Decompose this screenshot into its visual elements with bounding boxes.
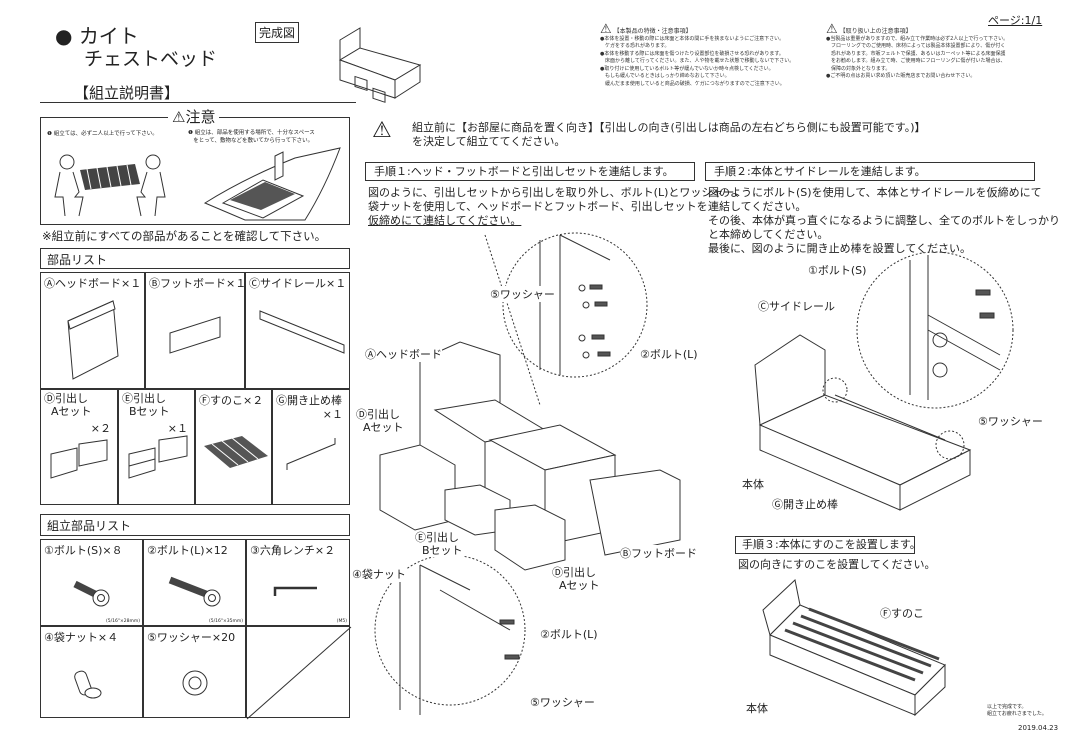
notice-title: 【本製品の特徴・注意事項】 (613, 28, 692, 35)
label-washer-s2: ⑤ワッシャー (978, 413, 1043, 429)
label-bolt-s: ①ボルト(S) (808, 262, 867, 278)
hardware-empty-cell (246, 626, 352, 720)
warning-icon: ⚠ (372, 118, 392, 143)
bullet: ● (55, 24, 73, 48)
completion-message: 以上で完成です。組立てお疲れさまでした。 (987, 704, 1047, 717)
notice-line: フローリングでのご使用時、床材によっては製品本体設置部により、傷が付く (826, 43, 1006, 49)
step1-header: 手順１:ヘッド・フットボードと引出しセットを連結します。 (365, 162, 695, 181)
notice-line: ●取り付けに使用しているボルト等が緩んでいないか時々点検してください。 (600, 65, 774, 72)
parts-list-title: 部品リスト (47, 253, 108, 267)
notice-line: 緩んだまま使用していると商品の破損、ケガにつながりますのでご注意下さい。 (600, 80, 785, 87)
completed-bed-illustration (338, 27, 422, 103)
step1-diagram (374, 232, 681, 715)
washer-icon (182, 670, 208, 696)
completed-label: 完成図 (255, 22, 300, 43)
orientation-warning: 組立前に【お部屋に商品を置く向き】【引出しの向き(引出しは商品の左右どちら側にも… (412, 121, 926, 148)
part-side-rail: Ⓒサイドレール×１ (245, 272, 350, 389)
notice-line: をお勧めします。組み立て時、ご使用時にフローリングに傷が付いた場合は、 (826, 58, 1006, 64)
hardware-cap-nut: ④袋ナット×４ (40, 626, 143, 718)
date: 2019.04.23 (1018, 724, 1059, 732)
hardware-washer: ⑤ワッシャー×20 (143, 626, 246, 718)
step2-title: 手順２:本体とサイドレールを連結します。 (714, 165, 926, 178)
notice-line: ●本体を設置・移動の際には床面と本体の間に手を挟まないようにご注意下さい。 (600, 35, 785, 42)
step2-header: 手順２:本体とサイドレールを連結します。 (705, 162, 1035, 181)
warning-icon: ⚠ (600, 22, 612, 37)
notice-line: 恐れがあります。市販フェルトで保護、あるいはカーペット等による床面保護 (826, 50, 1006, 57)
bolt-l-icon (168, 576, 221, 607)
label-drawer-a: Ⓓ引出し Aセット (356, 408, 404, 434)
label-slats: Ⓕすのこ (880, 605, 924, 621)
step3-diagram (762, 579, 946, 717)
label-drawer-a-2: Ⓓ引出し Aセット (552, 566, 600, 592)
part-stopper-bar: Ⓖ開き止め棒×１ (272, 389, 350, 505)
notice-title: 【取り扱い上の注意事項】 (839, 28, 912, 35)
stopper-bar-illustration (286, 438, 336, 470)
bolt-s-icon (73, 580, 110, 607)
cap-nut-icon (74, 670, 102, 699)
caution-item-1: ❶ 組立ては、必ず二人以上で行って下さい。 (47, 131, 158, 137)
part-drawer-b: Ⓔ引出し Bセット×１ (118, 389, 195, 505)
warning-icon: ⚠ (826, 22, 838, 37)
page-number: ページ:1/1 (988, 14, 1043, 27)
title-divider (40, 102, 356, 103)
caution-title: ⚠注意 (168, 106, 220, 127)
two-people-illustration (54, 154, 166, 217)
step1-instructions: 図のように、引出しセットから引出しを取り外し、ボルト(L)とワッシャー、袋ナット… (368, 186, 746, 227)
label-body-3: 本体 (746, 700, 768, 716)
hardware-hex-wrench: ③六角レンチ×２(M5) (246, 539, 350, 626)
label-stopper: Ⓖ開き止め棒 (772, 496, 838, 512)
drawer-a-illustration (50, 439, 108, 479)
check-parts-notice: ※組立前にすべての部品があることを確認して下さい。 (42, 229, 327, 243)
notice-line: ●ご不明の点はお買い求め頂いた販売店までお問い合わせ下さい。 (826, 73, 976, 79)
notice-line: もしも緩んでいるときはしっかり締めなおして下さい。 (600, 73, 730, 79)
notice-handling: ⚠ 【取り扱い上の注意事項】 ●当製品は重量がありますので、組み立て作業時は必ず… (826, 23, 1009, 81)
product-name-line1: ● カイト (55, 20, 139, 49)
label-washer: ⑤ワッシャー (490, 286, 555, 302)
label-bolt-l: ②ボルト(L) (640, 346, 698, 362)
notice-line: 保障の対象外となります。 (826, 65, 891, 72)
notice-line: ケガをする恐れがあります。 (600, 43, 670, 49)
hex-wrench-icon (273, 586, 317, 596)
label-side-rail: Ⓒサイドレール (758, 298, 835, 314)
parts-list-header: 部品リスト (40, 248, 350, 269)
warning-icon: ⚠ (172, 108, 186, 126)
part-footboard: Ⓑフットボード×１ (145, 272, 246, 389)
part-drawer-a: Ⓓ引出し Aセット×２ (40, 389, 118, 505)
side-rail-illustration (259, 310, 345, 354)
label-washer-2: ⑤ワッシャー (530, 694, 595, 710)
product-name: カイト (78, 24, 139, 48)
hardware-bolt-s: ①ボルト(S)×８(5/16"×28mm) (40, 539, 143, 626)
step3-header: 手順３:本体にすのこを設置します。 (735, 536, 921, 554)
drawer-b-illustration (128, 435, 188, 479)
step2-instructions: 図のようにボルト(S)を使用して、本体とサイドレールを仮締めにて連結してください… (708, 186, 1060, 255)
hardware-list-header: 組立部品リスト (40, 514, 350, 536)
part-slats: Ⓕすのこ×２ (195, 389, 272, 505)
label-bolt-l-2: ②ボルト(L) (540, 626, 598, 642)
slats-illustration (204, 436, 268, 468)
hardware-bolt-l: ②ボルト(L)×12(5/16"×35mm) (143, 539, 246, 626)
label-footboard: Ⓑフットボード (620, 545, 697, 561)
bed-on-rug-illustration (203, 147, 341, 221)
headboard-illustration (67, 300, 119, 380)
caution-item-2: ❶ 組立は、部品を使用する場所で、十分なスペース をとって、敷物などを敷いてから… (188, 130, 315, 144)
notice-line: 床面から離して行ってください。また、人や物を載せた状態で移動しないで下さい。 (600, 58, 795, 64)
label-body: 本体 (742, 476, 764, 492)
footboard-illustration (169, 316, 221, 354)
label-drawer-b: Ⓔ引出し Bセット (415, 531, 463, 557)
label-headboard: Ⓐヘッドボード (365, 346, 442, 362)
notice-line: ●本体を移動する際には床面を傷つけたり设置部位を破損させる恐れがあります。 (600, 50, 784, 57)
product-name-line2: チェストベッド (84, 48, 218, 70)
step3-instructions: 図の向きにすのこを設置してください。 (738, 558, 936, 571)
label-cap-nut: ④袋ナット (352, 566, 406, 582)
step2-diagram (754, 251, 1014, 511)
step1-title: 手順１:ヘッド・フットボードと引出しセットを連結します。 (374, 165, 674, 178)
part-headboard: Ⓐヘッドボード×１ (40, 272, 145, 389)
notice-features: ⚠ 【本製品の特徴・注意事項】 ●本体を設置・移動の際には床面と本体の間に手を挟… (600, 23, 795, 88)
step3-title: 手順３:本体にすのこを設置します。 (742, 538, 921, 551)
notice-line: ●当製品は重量がありますので、組み立て作業時は必ず2人以上で行って下さい。 (826, 35, 1009, 42)
hardware-list-title: 組立部品リスト (47, 519, 132, 533)
manual-title: 【組立説明書】 (74, 84, 180, 102)
